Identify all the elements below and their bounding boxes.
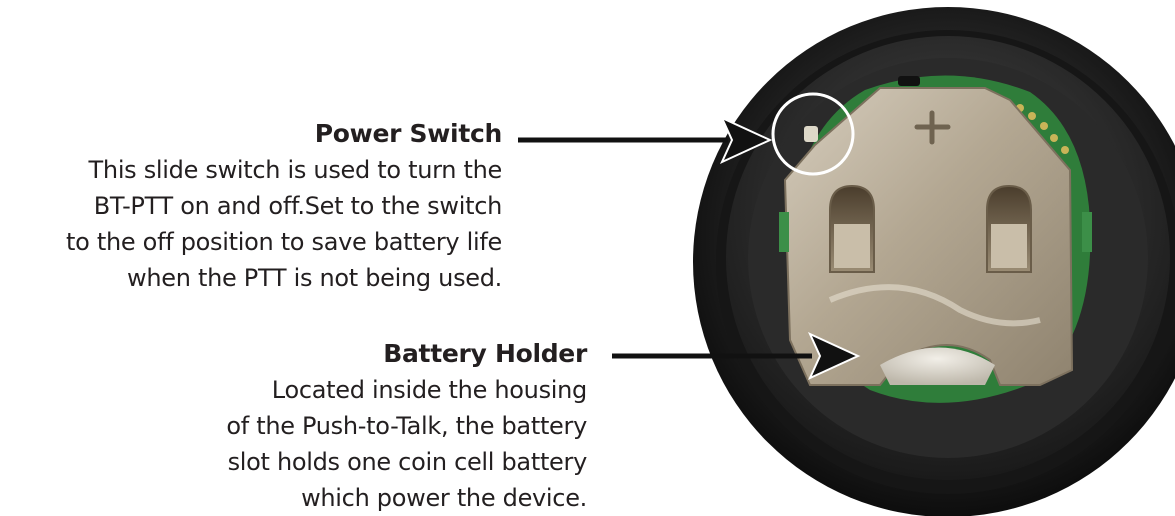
battery-holder-callout: Battery Holder Located inside the housin… — [127, 336, 587, 516]
power-switch-arrow-icon — [518, 115, 773, 165]
power-switch-title: Power Switch — [314, 119, 503, 148]
battery-holder-description: Located inside the housing of the Push-t… — [226, 376, 587, 512]
power-switch-callout: Power Switch This slide switch is used t… — [0, 116, 502, 296]
pcb-pads — [1016, 104, 1069, 154]
plus-icon — [914, 110, 951, 145]
power-switch-description: This slide switch is used to turn the BT… — [66, 156, 502, 292]
highlight-circle — [771, 92, 855, 176]
battery-holder-title: Battery Holder — [383, 339, 587, 368]
battery-holder-arrow-icon — [612, 331, 861, 381]
device-photo-illustration — [693, 7, 1175, 516]
